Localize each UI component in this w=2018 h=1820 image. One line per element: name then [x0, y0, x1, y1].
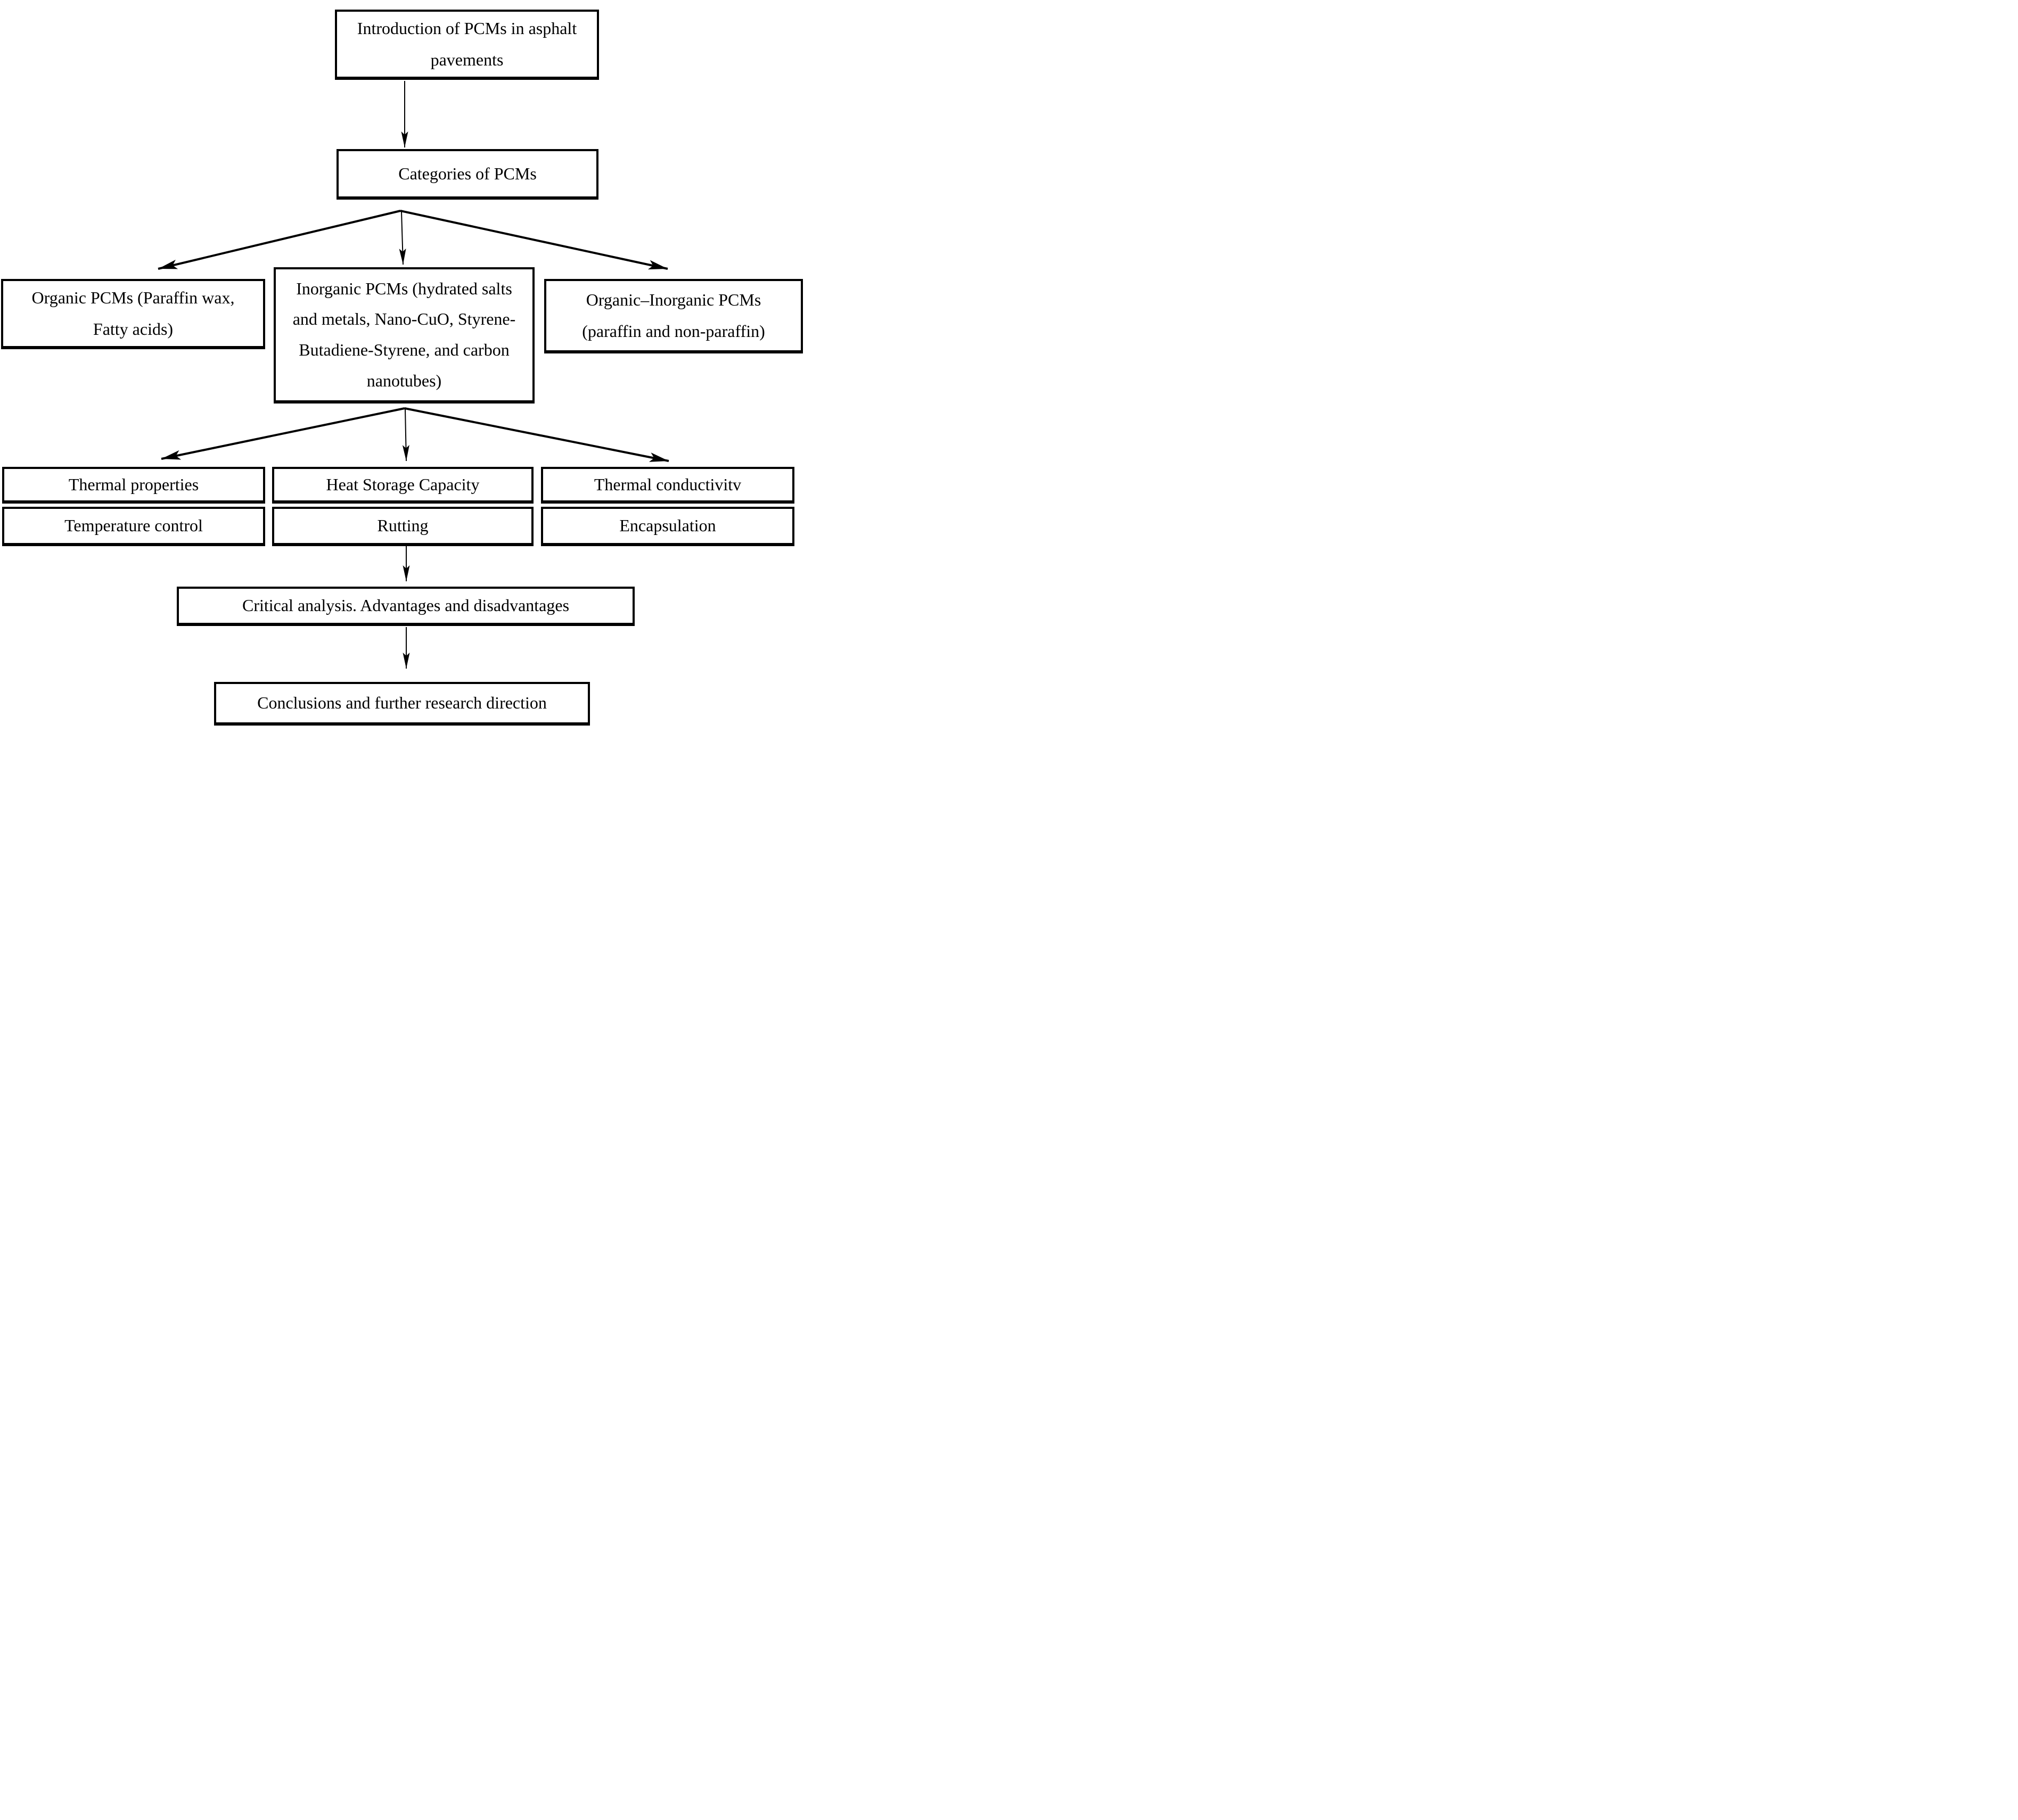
node-conclusions: Conclusions and further research directi…: [214, 682, 590, 726]
arrow-split2-left: [161, 407, 405, 460]
node-introduction: Introduction of PCMs in asphalt pavement…: [335, 10, 599, 80]
node-organic-pcms: Organic PCMs (Paraffin wax, Fatty acids): [1, 279, 265, 349]
arrow-split1-left: [158, 210, 401, 270]
node-categories-of-pcms: Categories of PCMs: [337, 149, 598, 200]
node-temperature-control: Temperature control: [2, 507, 265, 546]
node-encapsulation: Encapsulation: [541, 507, 794, 546]
node-rutting: Rutting: [272, 507, 534, 546]
node-heat-storage-capacity: Heat Storage Capacity: [272, 467, 534, 504]
arrow-split1-right: [400, 210, 668, 270]
flowchart-figure: Introduction of PCMs in asphalt pavement…: [0, 0, 807, 728]
arrow-split2-center: [402, 409, 409, 462]
node-organic-inorganic-pcms: Organic–Inorganic PCMs (paraffin and non…: [544, 279, 803, 353]
node-critical-analysis: Critical analysis. Advantages and disadv…: [177, 587, 635, 626]
arrow-split2-right: [404, 407, 669, 462]
arrow-split1-center: [399, 211, 406, 265]
node-thermal-conductivity: Thermal conductivitv: [541, 467, 794, 504]
node-thermal-properties: Thermal properties: [2, 467, 265, 504]
node-inorganic-pcms: Inorganic PCMs (hydrated salts and metal…: [274, 267, 535, 403]
